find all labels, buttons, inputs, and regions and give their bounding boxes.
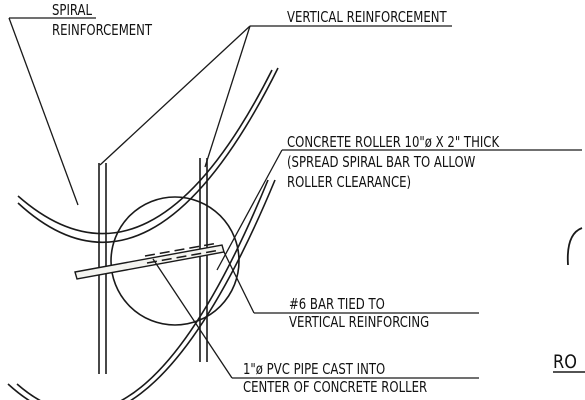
label-roller-line3: ROLLER CLEARANCE) [287,175,411,192]
label-vertical: VERTICAL REINFORCEMENT [287,10,447,27]
spiral-hoop-upper [17,67,279,244]
label-vertical-reinforcement: VERTICAL REINFORCEMENT [287,10,447,27]
label-6-bar-line1: #6 BAR TIED TO [289,297,385,314]
label-6-bar: #6 BAR TIED TO VERTICAL REINFORCING [289,297,429,332]
spiral-hoop-lower [7,179,276,400]
label-ro: RO [553,352,577,374]
label-pvc-line1: 1"ø PVC PIPE CAST INTO [243,362,385,379]
label-spiral-reinforcement: SPIRAL REINFORCEMENT [52,3,153,40]
pvc-pipe [144,242,221,264]
label-cutoff-title: RO [553,352,585,374]
label-spiral-line2: REINFORCEMENT [52,23,153,40]
label-roller-line2: (SPREAD SPIRAL BAR TO ALLOW [287,155,475,172]
leader-lines [8,17,582,379]
label-roller-line1: CONCRETE ROLLER 10"ø X 2" THICK [287,135,500,152]
label-concrete-roller: CONCRETE ROLLER 10"ø X 2" THICK (SPREAD … [287,135,500,192]
adjacent-roller-view [566,227,583,266]
label-6-bar-line2: VERTICAL REINFORCING [289,315,429,332]
concrete-roller [110,196,240,326]
label-pvc-pipe: 1"ø PVC PIPE CAST INTO CENTER OF CONCRET… [243,362,427,397]
label-pvc-line2: CENTER OF CONCRETE ROLLER [243,380,427,397]
label-spiral-line1: SPIRAL [52,3,93,20]
vertical-bar-right [199,158,208,362]
